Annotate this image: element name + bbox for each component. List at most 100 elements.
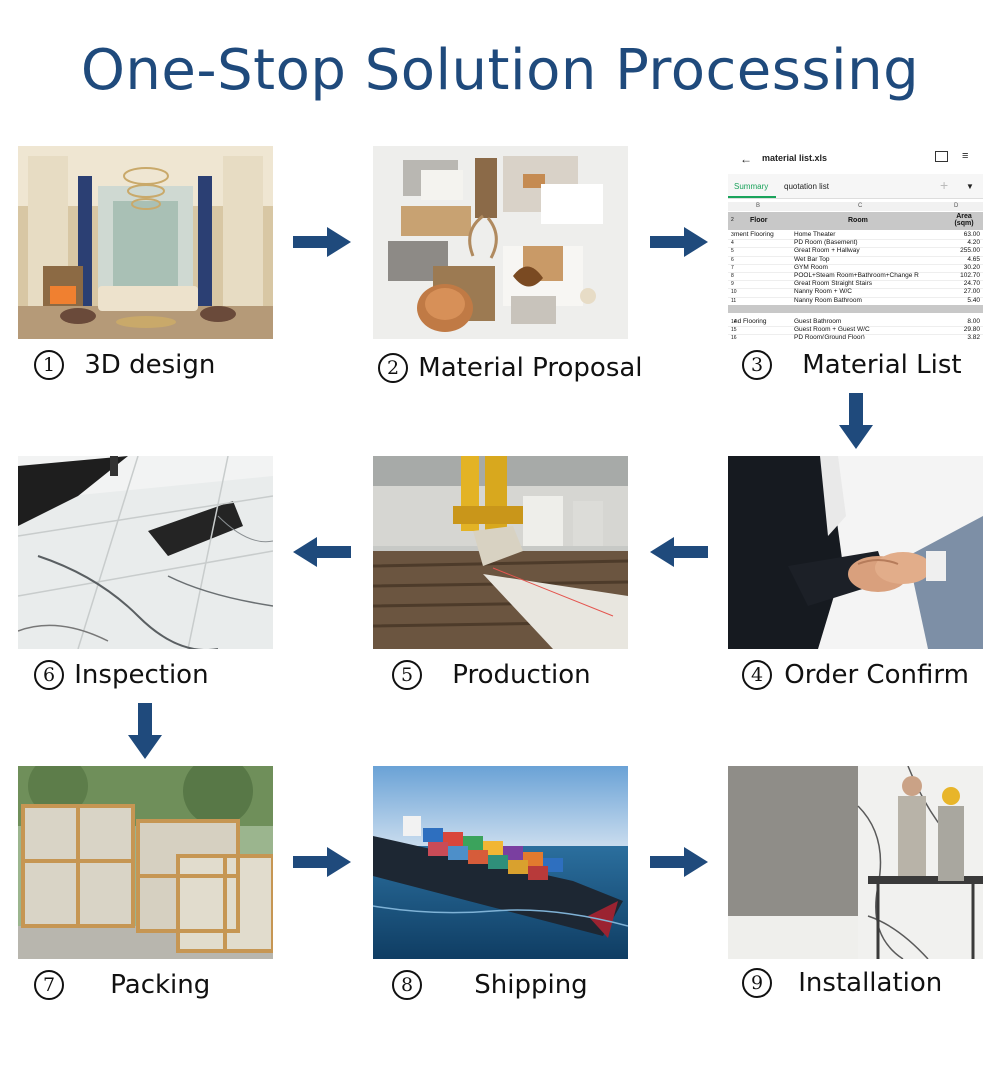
- tab-quotation-list[interactable]: quotation list: [784, 182, 829, 191]
- table-cell-room: Guest Room + Guest W/C: [794, 326, 870, 334]
- photo-material-samples: [373, 146, 628, 339]
- table-row: 7 GYM Room 30.20: [728, 264, 983, 273]
- chevron-down-icon[interactable]: ▼: [966, 182, 974, 191]
- table-row: 4 PD Room (Basement) 4.20: [728, 239, 983, 249]
- table-cell-area: 29.80: [963, 326, 980, 334]
- step-label: Installation: [798, 968, 943, 998]
- table-row: 15 Guest Room + Guest W/C 29.80: [728, 326, 983, 336]
- photo-container-ship: [373, 766, 628, 959]
- table-cell-room: GYM Room: [794, 263, 828, 271]
- arrow-down-icon: [839, 393, 873, 449]
- table-cell-n: 3: [731, 232, 734, 238]
- step-number: 9: [742, 968, 772, 998]
- table-cell-room: Wet Bar Top: [794, 255, 830, 263]
- tab-summary[interactable]: Summary: [734, 182, 769, 191]
- table-cell-floor: nd Flooring: [734, 317, 767, 325]
- table-cell-area: 30.20: [963, 263, 980, 271]
- step-label: Shipping: [474, 970, 588, 1000]
- table-cell-area: 5.40: [967, 296, 980, 304]
- step-label: 3D design: [84, 350, 216, 380]
- step-number: 7: [34, 970, 64, 1000]
- table-cell-area: 63.00: [963, 231, 980, 238]
- step-number: 5: [392, 660, 422, 690]
- photo-marble-floor-inspection: [18, 456, 273, 649]
- table-cell-area: 4.65: [967, 255, 980, 263]
- arrow-right-icon: [650, 847, 708, 877]
- step-caption: 6 Inspection: [34, 660, 209, 690]
- arrow-down-icon: [128, 703, 162, 759]
- step-label: Material List: [802, 350, 962, 380]
- table-cell-room: PD Room(Ground Floor): [794, 334, 865, 339]
- table-cell-room: POOL+Steam Room+Bathroom+Change R: [794, 272, 919, 279]
- table-subtotal-row: [728, 304, 983, 313]
- table-cell-n: 8: [731, 273, 734, 279]
- step-label: Order Confirm: [784, 660, 969, 690]
- step-label: Packing: [110, 970, 211, 1000]
- table-cell-n: 7: [731, 264, 734, 271]
- table-cell-room: Nanny Room + W/C: [794, 288, 852, 296]
- screen-icon[interactable]: [935, 151, 948, 162]
- photo-stone-cutting-machine: [373, 456, 628, 649]
- step-number: 6: [34, 660, 64, 690]
- table-cell-room: Great Room + Hallway: [794, 247, 860, 255]
- arrow-right-icon: [293, 227, 351, 257]
- table-cell-n: 16: [731, 335, 737, 339]
- back-arrow-icon[interactable]: ←: [740, 152, 752, 166]
- menu-icon[interactable]: ≡: [962, 150, 969, 162]
- step-number: 3: [742, 350, 772, 380]
- arrow-left-icon: [650, 537, 708, 567]
- step-caption: 4 Order Confirm: [742, 660, 969, 690]
- step-caption: 9 Installation: [742, 968, 942, 998]
- photo-packed-crates: [18, 766, 273, 959]
- header-area: Area (sqm): [954, 213, 974, 227]
- photo-3d-design-interior: [18, 146, 273, 339]
- table-cell-area: 4.20: [967, 239, 980, 247]
- table-cell-area: 255.00: [960, 247, 980, 255]
- table-cell-area: 27.00: [963, 288, 980, 296]
- step-caption: 2 Material Proposal: [378, 353, 643, 383]
- column-letter: C: [858, 203, 863, 209]
- step-caption: 1 3D design: [34, 350, 215, 380]
- arrow-right-icon: [650, 227, 708, 257]
- step-number: 4: [742, 660, 772, 690]
- step-label: Material Proposal: [418, 353, 643, 383]
- table-cell-room: Nanny Room Bathroom: [794, 296, 862, 304]
- step-caption: 5 Production: [392, 660, 591, 690]
- header-room: Room: [848, 217, 868, 224]
- spreadsheet-material-list: ← material list.xls ≡ Summary quotation …: [728, 146, 983, 339]
- table-cell-n: 14: [731, 318, 737, 325]
- step-number: 2: [378, 353, 408, 383]
- table-cell-room: PD Room (Basement): [794, 239, 858, 247]
- column-letter: B: [756, 203, 761, 209]
- table-cell-n: 4: [731, 240, 734, 247]
- table-cell-floor: ment Flooring: [734, 231, 774, 238]
- column-letter: D: [954, 203, 959, 209]
- table-cell-room: Guest Bathroom: [794, 317, 842, 325]
- table-cell-n: 15: [731, 327, 737, 334]
- step-label: Production: [452, 660, 591, 690]
- header-floor: Floor: [750, 217, 768, 224]
- table-row: 10 Nanny Room + W/C 27.00: [728, 288, 983, 298]
- table-cell-n: 5: [731, 248, 734, 255]
- table-cell-n: 10: [731, 289, 737, 296]
- table-cell-area: 24.70: [963, 280, 980, 288]
- table-cell-area: 8.00: [967, 317, 980, 325]
- photo-handshake: [728, 456, 983, 649]
- table-row: 5 Great Room + Hallway 255.00: [728, 247, 983, 257]
- file-name: material list.xls: [762, 153, 828, 163]
- table-cell-n: 9: [731, 281, 734, 288]
- table-row: 6 Wet Bar Top 4.65: [728, 256, 983, 265]
- step-caption: 3 Material List: [742, 350, 962, 380]
- add-sheet-icon[interactable]: +: [940, 177, 949, 193]
- photo-marble-wall-installation: [728, 766, 983, 959]
- table-cell-area: 3.82: [967, 334, 980, 339]
- table-cell-n: 11: [731, 297, 737, 304]
- step-number: 1: [34, 350, 64, 380]
- step-caption: 7 Packing: [34, 970, 210, 1000]
- table-cell-n: 6: [731, 256, 734, 263]
- step-caption: 8 Shipping: [392, 970, 588, 1000]
